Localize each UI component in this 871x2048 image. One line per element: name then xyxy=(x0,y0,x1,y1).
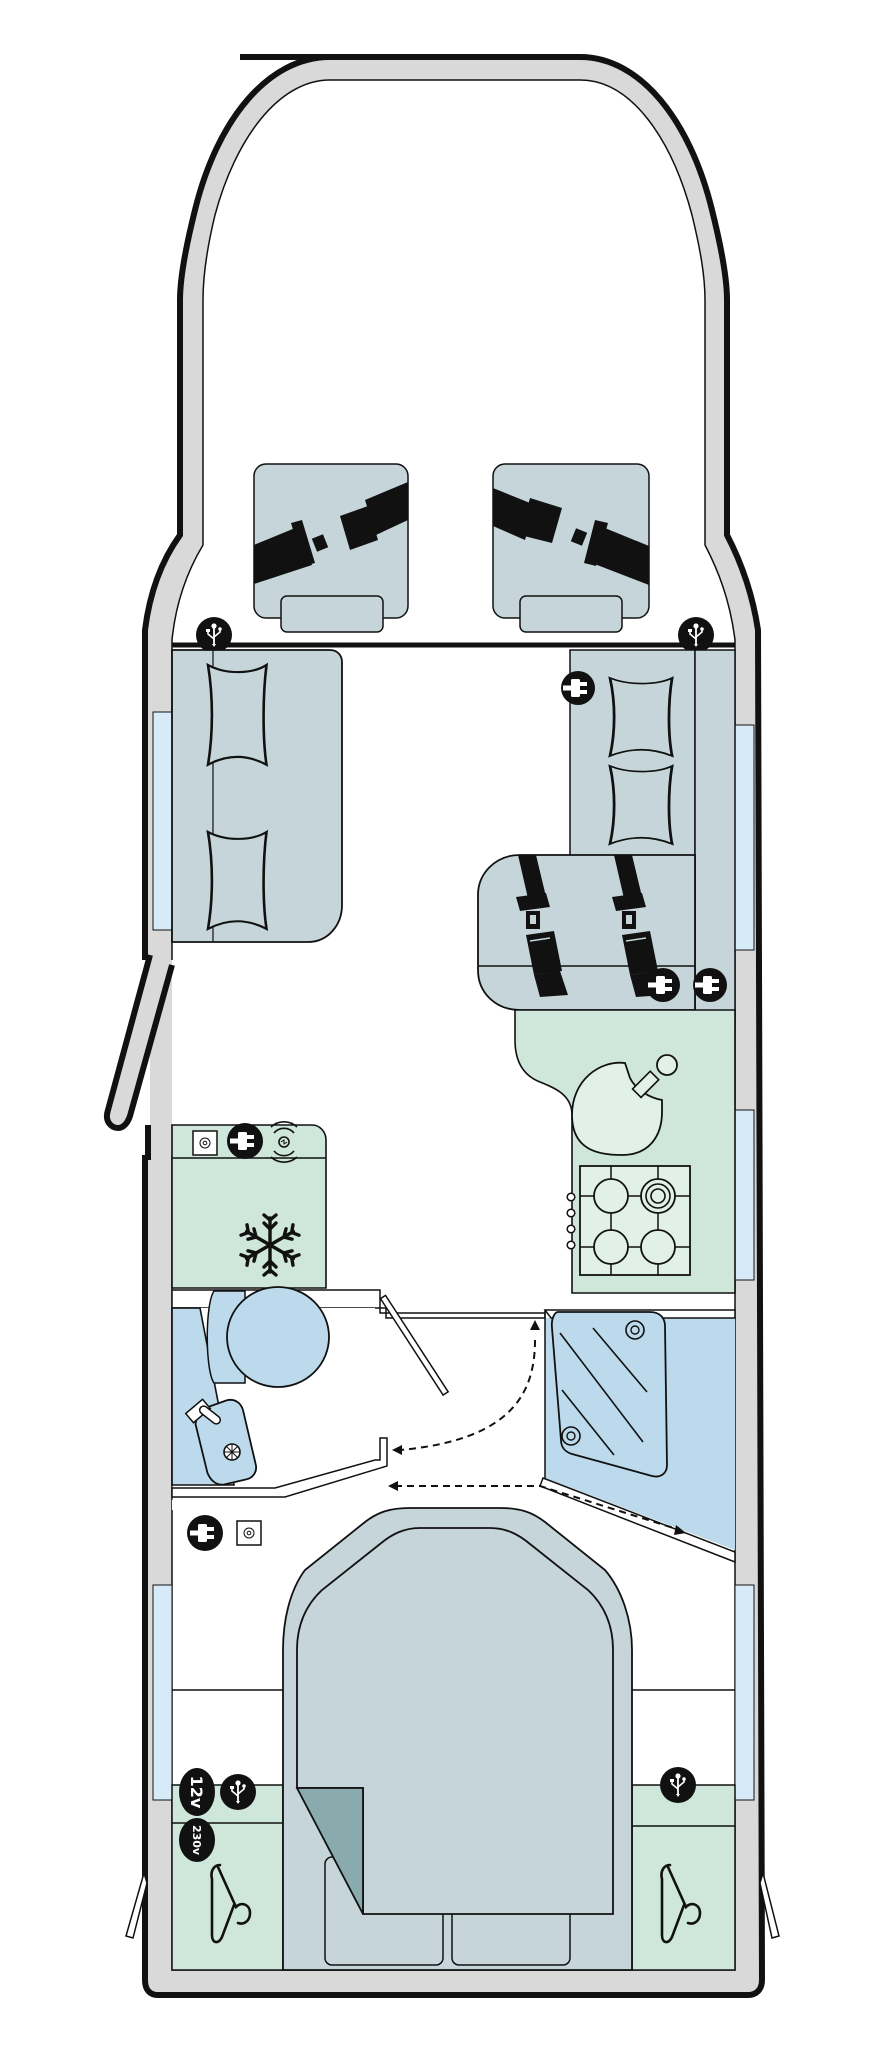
window-right-lounge xyxy=(734,724,755,951)
hob-knob[interactable] xyxy=(566,1224,576,1234)
seatbelt-icon xyxy=(493,488,649,585)
washroom-corner xyxy=(171,1307,200,1500)
shower xyxy=(388,1309,736,1564)
basin-tap-icon xyxy=(184,1398,222,1425)
rear-door-right[interactable] xyxy=(759,1870,780,1939)
cushion xyxy=(608,764,674,846)
shower-tray[interactable] xyxy=(550,1311,668,1478)
washroom-door[interactable] xyxy=(379,1294,450,1397)
cushion xyxy=(206,663,268,767)
sliding-door-arrow xyxy=(395,1485,681,1531)
socket-230v[interactable]: 230v xyxy=(179,1818,215,1862)
toilet[interactable] xyxy=(206,1286,330,1388)
window-right-rear xyxy=(734,1584,755,1801)
washroom xyxy=(171,1286,546,1510)
arrow-head xyxy=(388,1481,398,1491)
arrow-head xyxy=(674,1525,686,1535)
door-leaf[interactable] xyxy=(104,954,175,1131)
plug-socket-fridge[interactable] xyxy=(227,1123,263,1159)
burner[interactable] xyxy=(640,1178,676,1214)
window-left-rear xyxy=(152,1584,173,1801)
bed[interactable] xyxy=(282,1507,633,1971)
side-sofa[interactable] xyxy=(171,649,343,943)
shower-drain-icon xyxy=(561,1320,645,1446)
plug-socket-seat-1[interactable] xyxy=(646,968,680,1002)
wireless-charging-icon xyxy=(270,1121,298,1163)
plug-socket-rear[interactable] xyxy=(187,1515,223,1551)
hob-knob[interactable] xyxy=(566,1208,576,1218)
cushion xyxy=(608,676,674,758)
door-swing-arrow xyxy=(399,1339,536,1451)
usb-socket-cab-left[interactable] xyxy=(196,617,232,653)
tap-icon xyxy=(631,1054,678,1099)
label-12v: 12v xyxy=(187,1776,206,1809)
plug-socket-seat-2[interactable] xyxy=(693,968,727,1002)
washroom-front-wall xyxy=(171,1437,388,1498)
tv-socket-icon xyxy=(192,1130,218,1156)
usb-socket-rear-right[interactable] xyxy=(660,1767,696,1803)
usb-socket-rear-left[interactable] xyxy=(220,1774,256,1810)
rear-door-left[interactable] xyxy=(125,1870,148,1939)
wardrobe-right[interactable] xyxy=(631,1784,736,1971)
socket-12v[interactable]: 12v xyxy=(179,1768,215,1816)
hob-knob[interactable] xyxy=(566,1240,576,1250)
bed-fold-corner xyxy=(295,1787,364,1915)
arrow-head xyxy=(392,1445,402,1455)
window-right-kitchen xyxy=(734,1109,755,1281)
entrance-door[interactable] xyxy=(104,954,175,1160)
snowflake-icon xyxy=(239,1213,301,1277)
tv-socket-fridge[interactable] xyxy=(192,1130,218,1156)
shower-screen[interactable] xyxy=(539,1477,736,1564)
washbasin[interactable] xyxy=(184,1397,258,1487)
usb-socket-cab-right[interactable] xyxy=(678,617,714,653)
hob[interactable] xyxy=(566,1165,691,1276)
burner[interactable] xyxy=(640,1229,676,1265)
tv-socket-rear[interactable] xyxy=(236,1520,262,1546)
cab xyxy=(172,463,735,653)
passenger-seat[interactable] xyxy=(492,463,650,633)
label-230v: 230v xyxy=(190,1825,203,1856)
fridge[interactable] xyxy=(239,1213,301,1277)
driver-seat[interactable] xyxy=(253,463,409,633)
bedroom: 12v 230v xyxy=(171,1507,736,1971)
wireless-charger[interactable] xyxy=(270,1121,298,1163)
plug-socket-lounge[interactable] xyxy=(561,671,595,705)
rear-doors[interactable] xyxy=(125,1870,780,1939)
hob-knob[interactable] xyxy=(566,1192,576,1202)
sink[interactable] xyxy=(571,1054,678,1156)
window-left-lounge xyxy=(152,711,173,931)
windows xyxy=(152,711,755,1801)
fridge-unit xyxy=(171,1121,327,1289)
burner[interactable] xyxy=(593,1229,629,1265)
burner[interactable] xyxy=(593,1178,629,1214)
kitchen xyxy=(514,1009,736,1294)
mattress xyxy=(296,1527,614,1915)
tv-socket-icon xyxy=(236,1520,262,1546)
dinette-bench[interactable] xyxy=(569,649,736,1026)
arrow-head xyxy=(530,1320,540,1330)
seatbelt-icon xyxy=(254,482,408,584)
basin-drain-icon xyxy=(223,1443,241,1461)
lounge xyxy=(171,649,736,1026)
cushion xyxy=(206,830,268,931)
